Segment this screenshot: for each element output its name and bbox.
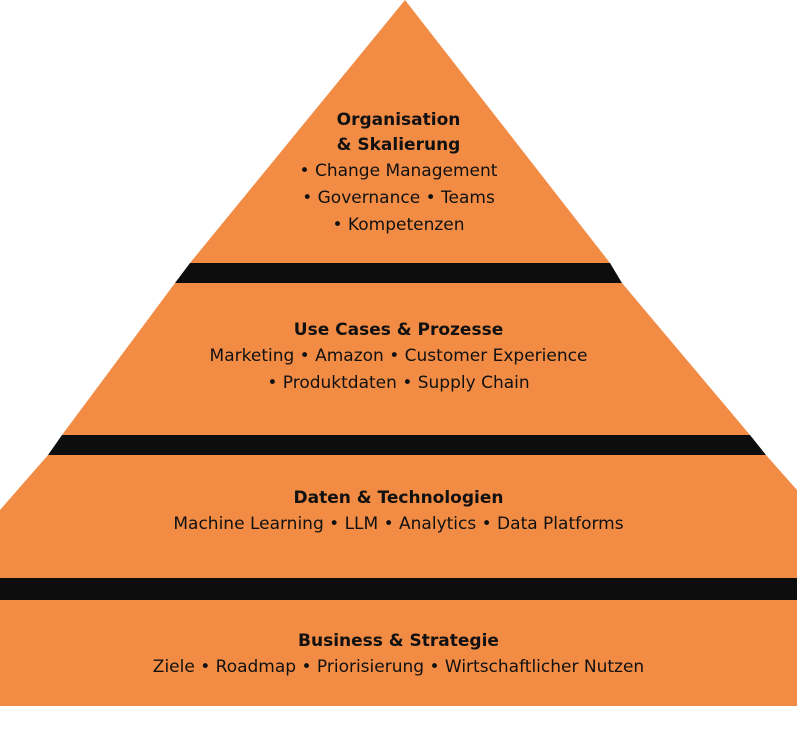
tier-organisation: Organisation & Skalierung • Change Manag… <box>0 108 797 239</box>
tier-business-title: Business & Strategie <box>298 631 499 651</box>
tier-organisation-shape <box>190 0 610 263</box>
tier-business-shape <box>0 600 797 706</box>
tier-business: Business & Strategie Ziele • Roadmap • P… <box>0 629 797 681</box>
tier-usecases-items: Marketing • Amazon • Customer Experience… <box>209 346 588 393</box>
tier-separator-2 <box>48 435 766 455</box>
tier-organisation-items: • Change Management • Governance • Teams… <box>299 161 498 235</box>
tier-data-shape <box>0 455 797 578</box>
tier-business-items: Ziele • Roadmap • Priorisierung • Wirtsc… <box>152 657 645 677</box>
tier-usecases-shape <box>62 283 750 435</box>
tier-data-title: Daten & Technologien <box>293 488 504 508</box>
tier-usecases-title: Use Cases & Prozesse <box>293 320 504 340</box>
tier-separator-3 <box>0 578 797 600</box>
tier-separator-1 <box>175 263 622 283</box>
tier-data: Daten & Technologien Machine Learning • … <box>0 486 797 538</box>
tier-organisation-title: Organisation & Skalierung <box>336 110 461 155</box>
tier-data-items: Machine Learning • LLM • Analytics • Dat… <box>173 514 624 534</box>
tier-usecases: Use Cases & Prozesse Marketing • Amazon … <box>0 318 797 397</box>
